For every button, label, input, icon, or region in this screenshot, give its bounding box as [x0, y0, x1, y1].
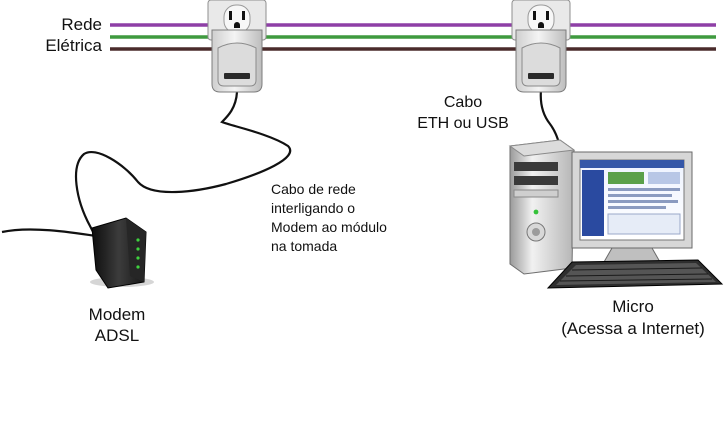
power-grid-label: Rede Elétrica — [10, 14, 102, 56]
label-line: Cabo de rede — [271, 181, 356, 197]
label-line: ADSL — [94, 326, 140, 345]
label-line: Elétrica — [45, 36, 102, 55]
powerline-adapter-icon — [515, 29, 567, 93]
label-line: interligando o — [271, 200, 356, 216]
network-cable — [74, 90, 292, 270]
powerline-adapter-left — [207, 0, 267, 93]
power-outlet-icon — [207, 0, 267, 41]
network-cable-label: Cabo de rede interligando o Modem ao mód… — [271, 180, 431, 256]
label-line: Cabo — [443, 94, 483, 111]
eth-usb-cable — [539, 89, 562, 147]
power-line-wires — [110, 23, 716, 51]
powerline-adapter-right — [511, 0, 571, 93]
label-line: na tomada — [271, 238, 338, 254]
power-outlet-icon — [511, 0, 571, 41]
modem-label: Modem ADSL — [62, 304, 172, 346]
desktop-computer-icon — [508, 139, 576, 275]
powerline-adapter-icon — [211, 29, 263, 93]
label-line: ETH ou USB — [417, 115, 509, 132]
label-line: Modem — [88, 305, 146, 324]
label-line: Micro — [612, 297, 654, 316]
label-line: (Acessa a Internet) — [561, 319, 705, 338]
label-line: Rede — [61, 15, 102, 34]
computer-label: Micro (Acessa a Internet) — [548, 296, 718, 340]
modem-power-cable — [1, 228, 97, 238]
label-line: Modem ao módulo — [271, 219, 387, 235]
eth-usb-cable-label: Cabo ETH ou USB — [408, 92, 518, 134]
adsl-modem-icon — [90, 217, 154, 289]
keyboard-icon — [546, 259, 724, 289]
monitor-icon — [571, 151, 693, 263]
